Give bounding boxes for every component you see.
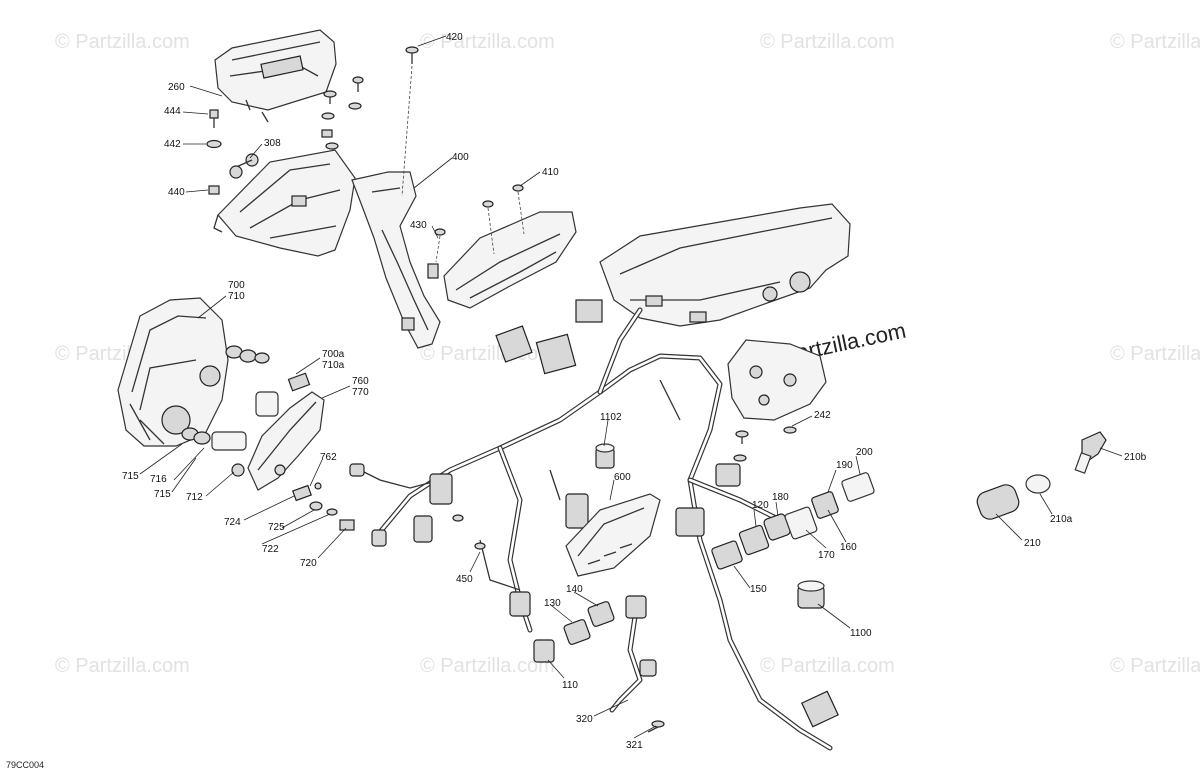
callout-715-b: 715 <box>154 489 171 500</box>
wiring-harness <box>349 299 839 751</box>
callout-150: 150 <box>750 584 767 595</box>
watermark: © Partzilla.com <box>1110 31 1200 53</box>
callout-242: 242 <box>814 410 831 421</box>
watermark-layer: © Partzilla.com © Partzilla.com © Partzi… <box>55 31 1200 677</box>
callout-444: 444 <box>164 106 181 117</box>
callout-labels: 420 260 444 442 308 440 400 410 430 700 … <box>122 32 1147 751</box>
part-130-140-110 <box>533 601 615 663</box>
callout-715-a: 715 <box>122 471 139 482</box>
leader-lines <box>139 35 1123 739</box>
part-710a-washers <box>225 345 311 417</box>
watermark: © Partzilla.com <box>1110 655 1200 677</box>
callout-321: 321 <box>626 740 643 751</box>
callout-722: 722 <box>262 544 279 555</box>
part-1102-switch <box>595 443 615 469</box>
part-cluster-housing <box>599 203 851 327</box>
callout-120: 120 <box>752 500 769 511</box>
callout-110: 110 <box>562 680 578 691</box>
part-715-716-712 <box>181 427 247 477</box>
callout-180: 180 <box>772 492 789 503</box>
part-600-display <box>565 493 661 577</box>
callout-720: 720 <box>300 558 317 569</box>
part-420-screw <box>401 46 419 197</box>
part-210-ignition <box>976 431 1107 520</box>
watermark: © Partzilla.com <box>420 31 555 53</box>
callout-770: 770 <box>352 387 369 398</box>
part-1100-socket <box>797 580 825 609</box>
callout-210a: 210a <box>1050 514 1073 525</box>
watermark: © Partzilla.com <box>420 343 555 365</box>
part-442-washer <box>206 139 222 149</box>
callout-320: 320 <box>576 714 593 725</box>
part-410-bracket <box>427 184 577 309</box>
callout-710a: 710a <box>322 360 345 371</box>
callout-724: 724 <box>224 517 241 528</box>
part-700-headlight <box>117 297 229 447</box>
callout-450: 450 <box>456 574 473 585</box>
callout-716: 716 <box>150 474 167 485</box>
callout-200: 200 <box>856 447 873 458</box>
watermark: © Partzilla.com <box>420 655 555 677</box>
callout-700: 700 <box>228 280 245 291</box>
callout-190: 190 <box>836 460 853 471</box>
watermark: © Partzilla.com <box>1110 343 1200 365</box>
callout-430: 430 <box>410 220 427 231</box>
watermark: © Partzilla.com <box>760 655 895 677</box>
part-724-725-722-720 <box>292 482 355 531</box>
callout-400: 400 <box>452 152 469 163</box>
part-260-cover <box>214 29 337 123</box>
callout-712: 712 <box>186 492 203 503</box>
callout-140: 140 <box>566 584 583 595</box>
callout-600: 600 <box>614 472 631 483</box>
watermark: © Partzilla.com <box>55 655 190 677</box>
screw-set-top <box>229 76 364 179</box>
part-440-nut <box>208 185 220 195</box>
part-242-bracket <box>727 339 827 462</box>
callout-710: 710 <box>228 291 245 302</box>
diagram-code: 79CC004 <box>6 760 44 770</box>
callout-420: 420 <box>446 32 463 43</box>
callout-1102: 1102 <box>600 412 622 423</box>
watermark: © Partzilla.com <box>55 31 190 53</box>
callout-1100: 1100 <box>850 628 872 639</box>
callout-308: 308 <box>264 138 281 149</box>
callout-210b: 210b <box>1124 452 1147 463</box>
callout-260: 260 <box>168 82 185 93</box>
callout-160: 160 <box>840 542 857 553</box>
callout-170: 170 <box>818 550 835 561</box>
callout-210: 210 <box>1024 538 1041 549</box>
watermark: © Partzilla.com <box>760 31 895 53</box>
part-switch-group <box>711 472 875 570</box>
callout-725: 725 <box>268 522 285 533</box>
callout-130: 130 <box>544 598 561 609</box>
part-400-bracket <box>351 171 441 349</box>
callout-762: 762 <box>320 452 337 463</box>
callout-442: 442 <box>164 139 181 150</box>
callout-760: 760 <box>352 376 369 387</box>
callout-410: 410 <box>542 167 559 178</box>
part-444-screw <box>209 109 219 128</box>
part-760-bracket <box>247 391 325 491</box>
callout-700a: 700a <box>322 349 345 360</box>
part-320-subharness <box>609 595 665 733</box>
callout-440: 440 <box>168 187 185 198</box>
part-440-bracket <box>213 149 356 257</box>
